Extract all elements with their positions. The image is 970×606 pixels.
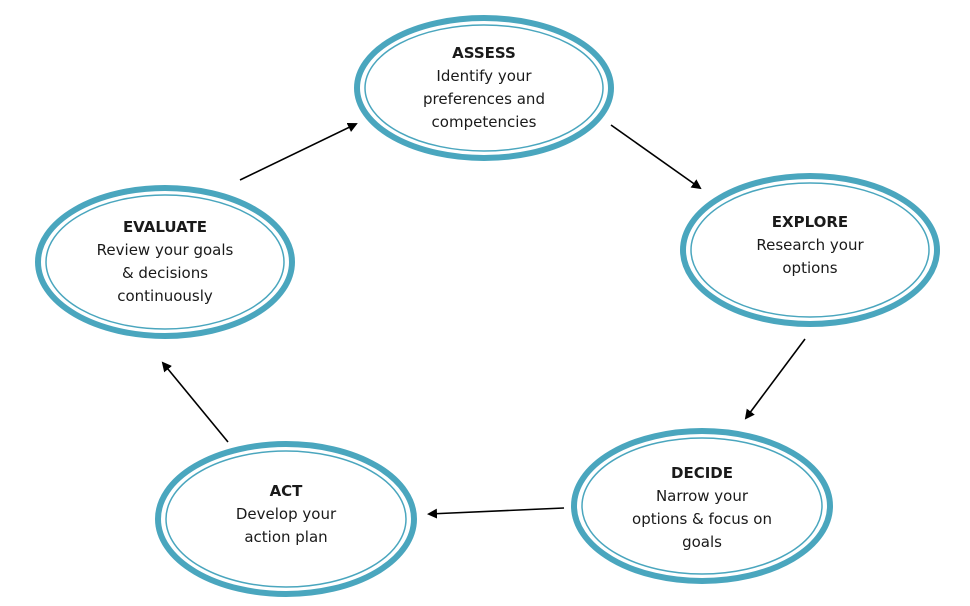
node-shape-act — [155, 441, 417, 597]
arrow-decide-to-act — [427, 507, 565, 519]
node-shape-decide — [571, 428, 833, 584]
node-shape-assess — [354, 15, 614, 161]
node-shape-explore — [680, 173, 940, 327]
arrow-assess-to-explore — [610, 124, 702, 190]
node-description: Identify your preferences and competenci… — [423, 67, 545, 131]
node-description: Research your options — [756, 235, 864, 277]
node-title: ASSESS — [452, 44, 516, 62]
arrow-evaluate-to-assess — [239, 122, 358, 181]
node-evaluate: EVALUATE Review your goals & decisions c… — [60, 202, 270, 322]
node-explore: EXPLORE Research your options — [710, 195, 910, 295]
node-shape-evaluate — [35, 185, 295, 339]
node-decide: DECIDE Narrow your options & focus on go… — [592, 450, 812, 565]
node-title: DECIDE — [671, 463, 733, 482]
arrow-act-to-evaluate — [161, 361, 229, 443]
arrow-explore-to-decide — [744, 338, 806, 420]
node-description: Narrow your options & focus on goals — [632, 486, 772, 551]
node-title: EXPLORE — [771, 212, 849, 231]
node-description: Review your goals & decisions continuous… — [96, 241, 234, 305]
node-act: ACT Develop your action plan — [186, 464, 386, 564]
node-title: EVALUATE — [122, 218, 208, 236]
node-description: Develop your action plan — [235, 504, 337, 546]
node-title: ACT — [269, 481, 303, 500]
node-assess: ASSESS Identify your preferences and com… — [384, 28, 584, 148]
